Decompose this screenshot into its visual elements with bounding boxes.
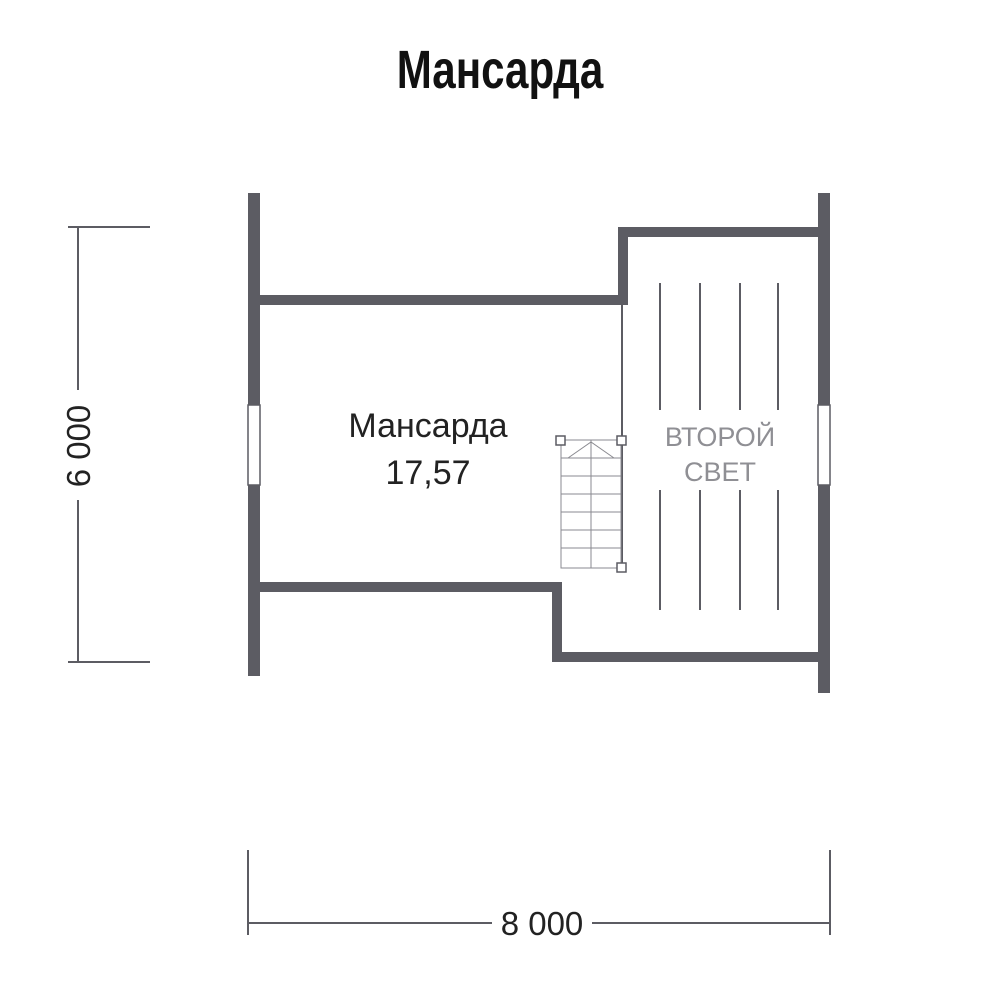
upper-step-wall <box>618 227 628 305</box>
room-area-label: 17,57 <box>385 454 470 492</box>
height-dimension: 6 000 <box>60 226 150 663</box>
height-dimension-label: 6 000 <box>60 405 97 488</box>
stair-corner <box>555 435 566 446</box>
lower-step-wall <box>552 582 562 662</box>
plan-title: Мансарда <box>397 40 605 100</box>
lower-left-partition <box>260 582 562 592</box>
walls <box>248 193 830 693</box>
stair-corner <box>616 562 627 573</box>
width-dimension: 8 000 <box>247 850 831 945</box>
left-window <box>247 404 261 486</box>
upper-right-partition <box>618 227 830 237</box>
width-dimension-label: 8 000 <box>501 905 584 942</box>
second-light-label-2: СВЕТ <box>684 457 756 487</box>
right-window <box>817 404 831 486</box>
room-name-label: Мансарда <box>348 407 507 445</box>
lower-right-partition <box>552 652 830 662</box>
upper-left-partition <box>260 295 628 305</box>
second-light-hatch <box>659 283 779 610</box>
second-light-label-1: ВТОРОЙ <box>665 421 775 452</box>
stair-corner <box>616 435 627 446</box>
staircase <box>555 435 627 573</box>
